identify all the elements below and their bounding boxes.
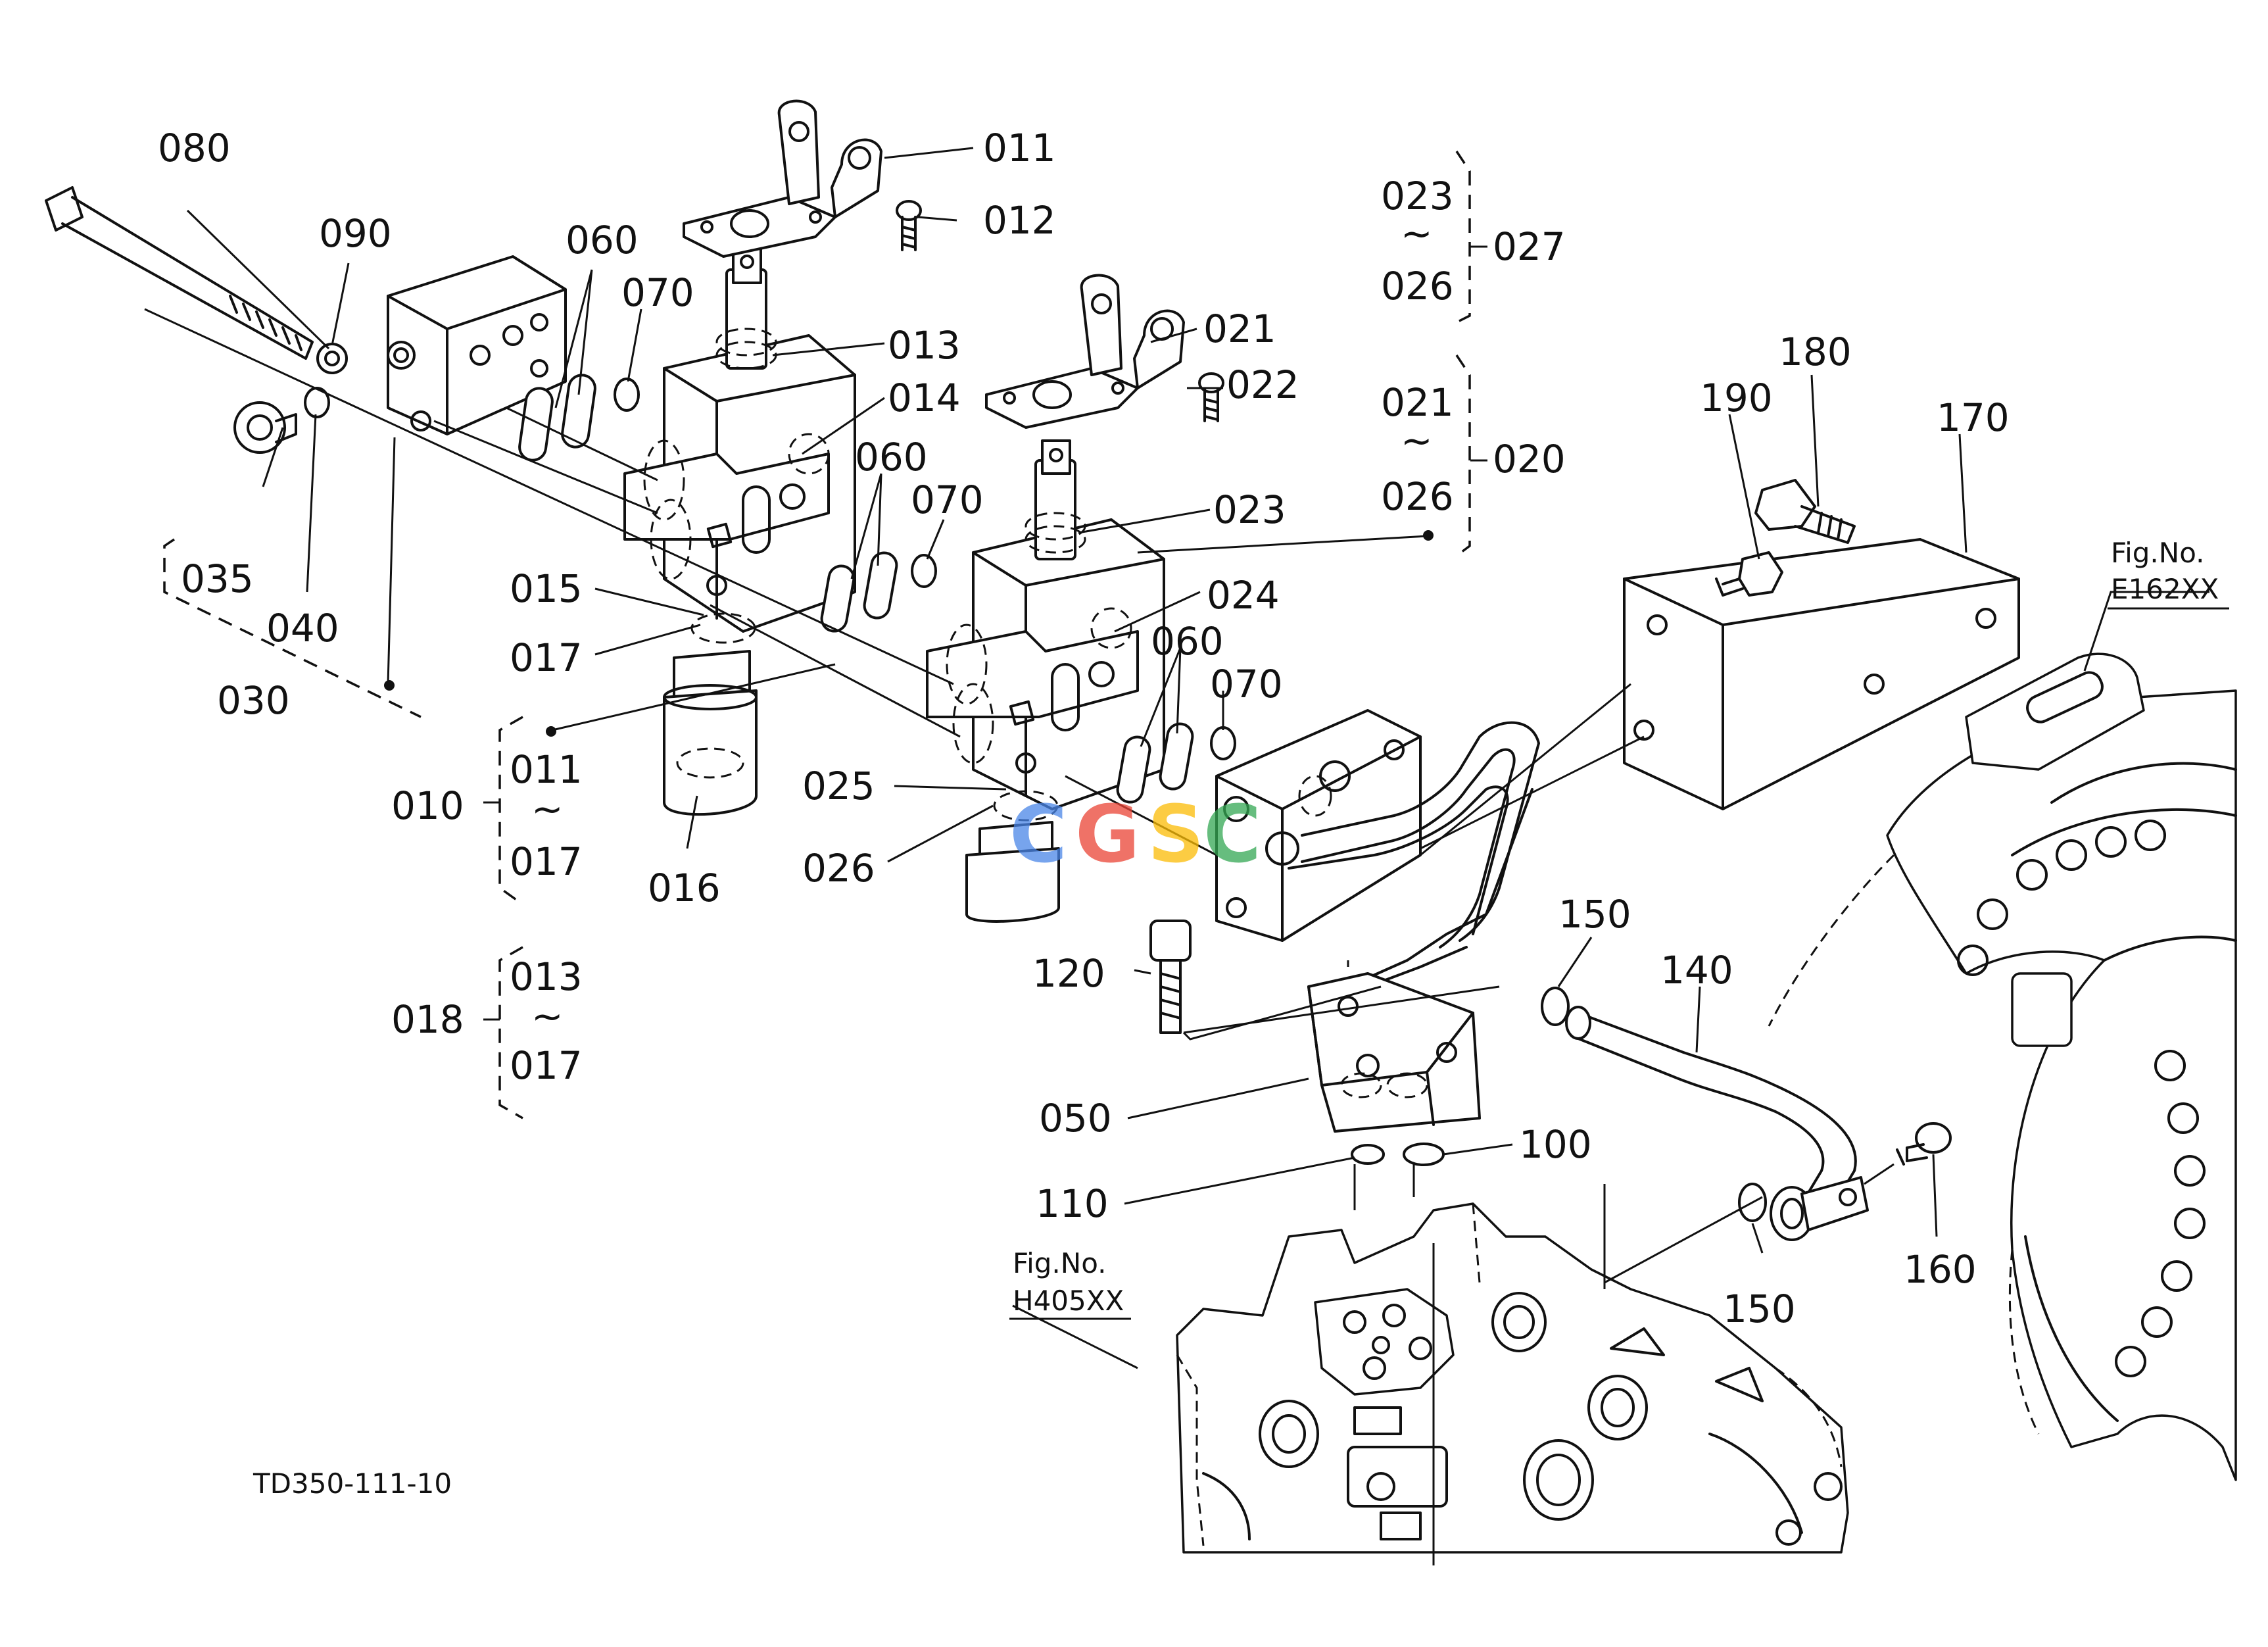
- ref-dot-a: [384, 680, 395, 691]
- inlet-plate-with-pipes: [1215, 709, 1540, 988]
- callout-040: 040: [266, 606, 339, 651]
- callout-026: 026: [802, 846, 875, 891]
- callout-013: 013: [888, 323, 961, 368]
- group-027-from: 023: [1381, 174, 1454, 218]
- group-027-set: 027: [1493, 224, 1566, 269]
- fig-ref-h405-line2: H405XX: [1013, 1285, 1124, 1317]
- watermark-letter-s: S: [1147, 789, 1204, 881]
- hydraulic-block: [1176, 1202, 1849, 1554]
- callout-050: 050: [1039, 1096, 1112, 1141]
- callout-016: 016: [648, 866, 721, 910]
- group-020-tilde: ~: [1401, 418, 1433, 463]
- callout-021: 021: [1203, 307, 1276, 351]
- callout-024: 024: [1207, 573, 1280, 618]
- callout-150: 150: [1723, 1287, 1796, 1331]
- bolt-180: [1754, 479, 1856, 544]
- group-010-set: 010: [391, 783, 464, 828]
- bracket-011: [683, 99, 882, 258]
- screw-012: [896, 200, 922, 251]
- callout-190: 190: [1700, 376, 1773, 420]
- callout-014: 014: [888, 376, 961, 420]
- callout-012: 012: [983, 198, 1056, 243]
- ref-dot-b: [546, 726, 556, 737]
- group-020-from: 021: [1381, 380, 1454, 425]
- callout-120: 120: [1032, 951, 1105, 996]
- bracket-170: [1623, 538, 2020, 810]
- callout-100: 100: [1519, 1122, 1592, 1167]
- callout-140: 140: [1660, 948, 1733, 993]
- transmission-housing: [1768, 652, 2237, 1481]
- group-010-to: 017: [510, 839, 583, 884]
- drawing-code: TD350-111-10: [253, 1467, 452, 1500]
- callout-025: 025: [802, 764, 875, 808]
- ref-dot-c: [1423, 530, 1434, 541]
- cap-016: [663, 612, 758, 816]
- assembly-lines: [144, 308, 1894, 1289]
- group-010-from: 011: [510, 747, 583, 792]
- seal-rings-060-070-c: [1116, 722, 1236, 804]
- callout-035: 035: [181, 556, 254, 601]
- callout-150: 150: [1558, 892, 1631, 937]
- fig-ref-e162-line1: Fig.No.: [2111, 537, 2205, 569]
- group-018-tilde: ~: [531, 994, 564, 1039]
- bolt-190: [1715, 551, 1783, 597]
- callout-160: 160: [1904, 1247, 1977, 1292]
- end-plate-030: [387, 255, 567, 435]
- callout-022: 022: [1226, 362, 1299, 407]
- group-018-from: 013: [510, 954, 583, 999]
- callout-070: 070: [1210, 662, 1283, 706]
- plug-035: [233, 401, 297, 454]
- callout-030: 030: [217, 678, 290, 723]
- leader-lines: [186, 147, 2209, 1565]
- bolt-160: [1896, 1122, 1952, 1166]
- group-braces: [163, 151, 1487, 1119]
- block-050: [1307, 972, 1481, 1133]
- group-027-to: 026: [1381, 264, 1454, 308]
- watermark-letter-g: G: [1075, 789, 1140, 881]
- callout-060: 060: [566, 218, 639, 262]
- group-020-set: 020: [1493, 437, 1566, 481]
- group-020-to: 026: [1381, 474, 1454, 519]
- valve-section-020: [926, 439, 1165, 810]
- housing-bolt-holes: [1957, 820, 2206, 1377]
- pipe-140: [1565, 1006, 1869, 1241]
- fig-ref-h405-line1: Fig.No.: [1013, 1247, 1107, 1279]
- bracket-021: [985, 274, 1185, 429]
- watermark-letter-c1: C: [1009, 789, 1067, 881]
- screw-022: [1198, 372, 1224, 422]
- callout-180: 180: [1779, 330, 1852, 374]
- cap-026: [965, 790, 1060, 923]
- group-018-set: 018: [391, 997, 464, 1042]
- callout-110: 110: [1036, 1181, 1109, 1226]
- watermark-letter-c2: C: [1203, 789, 1261, 881]
- seal-rings-060-070-b: [820, 551, 937, 633]
- callout-080: 080: [158, 126, 231, 170]
- callout-070: 070: [621, 270, 694, 315]
- bolt-120: [1149, 920, 1192, 1034]
- washer-090: [316, 343, 348, 374]
- fig-ref-e162-line2: E162XX: [2111, 573, 2219, 605]
- watermark-cgsc: C G S C: [1009, 789, 1261, 881]
- callout-060: 060: [855, 435, 928, 479]
- callout-090: 090: [319, 211, 392, 256]
- bolt-080: [45, 186, 314, 360]
- callout-070: 070: [911, 478, 984, 522]
- valve-section-010: [623, 242, 856, 633]
- o-ring-110: [1351, 1144, 1385, 1165]
- group-018-to: 017: [510, 1043, 583, 1088]
- callout-023: 023: [1213, 487, 1286, 532]
- group-010-tilde: ~: [531, 787, 564, 831]
- callout-060: 060: [1151, 619, 1224, 664]
- o-ring-150-a: [1541, 987, 1570, 1026]
- seal-rings-060-070-a: [518, 374, 640, 462]
- callout-017: 017: [510, 635, 583, 680]
- o-ring-100: [1403, 1143, 1445, 1166]
- group-027-tilde: ~: [1401, 211, 1433, 256]
- callout-labels: 080 090 060 070 011 012 013 014 060 070 …: [158, 126, 2229, 1500]
- callout-170: 170: [1937, 395, 2010, 440]
- callout-015: 015: [510, 566, 583, 611]
- callout-011: 011: [983, 126, 1056, 170]
